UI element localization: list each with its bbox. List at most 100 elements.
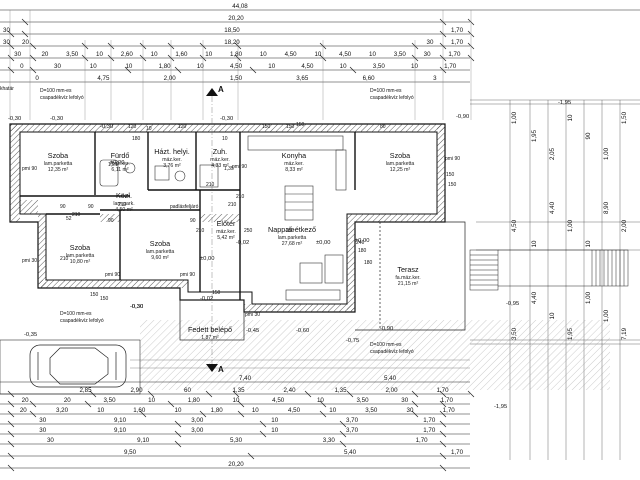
dim-value-vertical: 4,40: [549, 201, 556, 214]
wall-dimension: 180: [358, 248, 367, 254]
wall-dimension: 120: [128, 124, 137, 130]
wall-dimension: 210: [196, 228, 205, 234]
dim-value: 10: [233, 397, 240, 404]
wall-dimension: 150: [448, 182, 457, 188]
dim-value-vertical: 2,00: [621, 219, 628, 232]
dim-value: 9,10: [137, 437, 150, 444]
level-value: -0,95: [506, 301, 519, 307]
terrace: [355, 221, 466, 331]
room-name: Közl.: [116, 191, 132, 200]
driveway: [0, 320, 610, 395]
wall-dimension: 120: [178, 124, 187, 130]
wall-dimension: pmi 90: [232, 164, 247, 170]
room-floor: lam.parketta: [278, 235, 307, 241]
wall-dimension: pmi 30: [245, 312, 260, 318]
room-floor: lam.parketta: [146, 249, 175, 255]
dim-bot-1a: 7,40: [239, 375, 252, 382]
dim-value: 30: [14, 51, 21, 58]
wall-dimension: 210: [72, 212, 81, 218]
dim-value: 20: [22, 397, 29, 404]
bottom-dimension-lines: [0, 381, 475, 472]
dim-value: 9,10: [114, 417, 127, 424]
dim-bot-8b: 5,40: [344, 449, 357, 456]
room-name: Terasz: [397, 265, 419, 274]
dim-value-vertical: 1,00: [603, 309, 610, 322]
dim-value-vertical: 1,50: [621, 111, 628, 124]
dim-value: 4,50: [230, 63, 243, 70]
room-area: 8,33 m²: [285, 167, 303, 173]
dim-value: 1,70: [441, 397, 454, 404]
room-area: 3,76 m²: [163, 163, 181, 169]
wall-dimension: pmi 90: [445, 156, 460, 162]
dim-value-vertical: 4,50: [511, 219, 518, 232]
dim-value: 3,65: [296, 75, 309, 82]
dim-value: 3,50: [373, 63, 386, 70]
room-name: Szoba: [390, 151, 410, 160]
dim-value-vertical: 10: [549, 312, 556, 319]
dim-value: 10: [148, 397, 155, 404]
dim-value: 3: [433, 75, 437, 82]
room-name: Fedett belépő: [188, 325, 232, 334]
dim-value: 10: [314, 51, 321, 58]
room-area: 1,87 m²: [201, 335, 219, 341]
wall-dimension: 180: [364, 260, 373, 266]
right-dimension-texts: 1,001,952,0510901,001,504,50104,401,0010…: [511, 111, 628, 340]
dim-bot-8c: 1,70: [451, 449, 464, 456]
note-pipe1a: D=100 mm-es: [40, 88, 72, 94]
room-floor: máz.ker.: [110, 161, 130, 167]
dim-value: 10: [125, 63, 132, 70]
dim-value: 10: [197, 63, 204, 70]
note-pipe3b: csapadékvíz lefolyó: [60, 318, 104, 324]
room-area: 4,50 m²: [115, 207, 133, 213]
dim-value: 0: [35, 75, 39, 82]
note-pipe4b: csapadékvíz lefolyó: [370, 349, 414, 355]
dim-value: 1,70: [423, 417, 436, 424]
dim-value-vertical: 1,95: [531, 129, 538, 142]
room-floor: máz.ker.: [210, 157, 230, 163]
dim-value: 10: [317, 397, 324, 404]
dim-value-vertical: 4,40: [531, 291, 538, 304]
note-pipe1b: csapadékvíz lefolyó: [40, 95, 84, 101]
dim-value: 30: [407, 407, 414, 414]
level-markers: -0,30-0,30±0,00-0,30-0,30±0,00-0,02-0,02…: [8, 100, 571, 410]
wall-dimension: 250: [244, 228, 253, 234]
closet-hatch: [20, 200, 240, 222]
dim-value: 30: [424, 51, 431, 58]
wall-dimension: 240: [356, 240, 365, 246]
dim-value: 1,70: [416, 437, 429, 444]
dim-value-vertical: 8,90: [603, 201, 610, 214]
room-name: Szoba: [70, 243, 90, 252]
wall-dimension: pmi 90: [22, 166, 37, 172]
dim-value: 10: [260, 51, 267, 58]
dim-top-1c: 1,70: [451, 27, 464, 34]
section-label-top: A: [218, 85, 224, 94]
dim-value: 10: [271, 427, 278, 434]
dim-top-1a: 30: [3, 27, 10, 34]
section-markers: A A: [206, 85, 224, 374]
dim-value: 10: [151, 51, 158, 58]
wall-dimension: 90: [190, 218, 196, 224]
dim-value: 1,80: [188, 397, 201, 404]
dim-top-2c: 18,20: [224, 39, 240, 46]
bottom-dimension-texts: 7,40 5,40 9,50 5,40 1,70 20,20: [124, 375, 464, 468]
wall-dimension: 80: [380, 124, 386, 130]
note-khatar: khatár: [0, 86, 14, 92]
wall-dimension: 210: [206, 182, 215, 188]
note-pipe3a: D=100 mm-es: [60, 311, 92, 317]
level-value: -0,30: [130, 304, 143, 310]
dim-value: 30: [39, 427, 46, 434]
wall-dimension: 210: [118, 202, 127, 208]
dim-top-1b: 18,50: [224, 27, 240, 34]
dim-value: 1,50: [230, 75, 243, 82]
room-name: Előtér: [217, 219, 236, 228]
dim-value: 2,00: [385, 387, 398, 394]
level-value: -0,90: [380, 326, 393, 332]
level-value: -0,30: [100, 124, 113, 130]
room-floor: máz.ker.: [216, 229, 236, 235]
dim-top-2d: 30: [427, 39, 434, 46]
